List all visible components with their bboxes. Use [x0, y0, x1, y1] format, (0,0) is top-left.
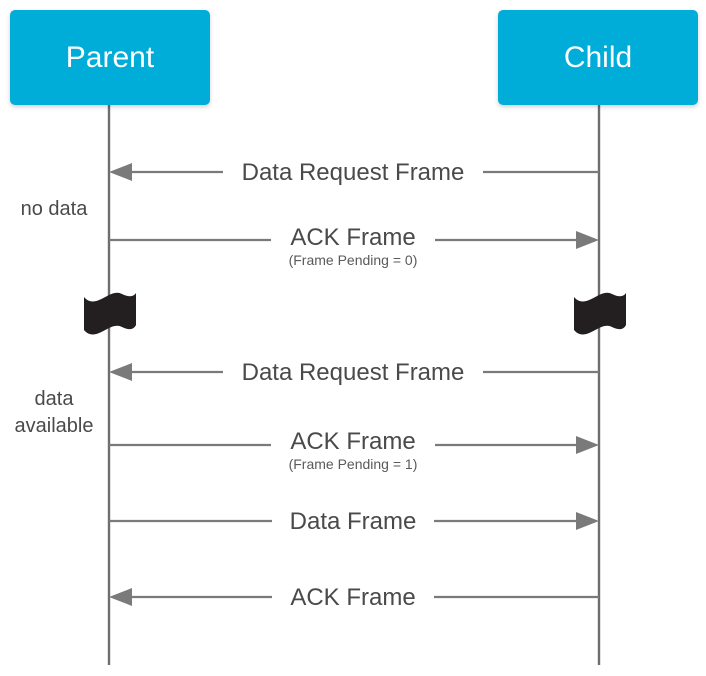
message-ack-frame-2[interactable]: ACK Frame (Frame Pending = 1) [109, 428, 599, 472]
actor-label-child: Child [564, 41, 632, 74]
message-label: ACK Frame [290, 428, 415, 455]
lifelines-group [107, 105, 601, 665]
side-note-no-data: no data [21, 198, 89, 220]
actor-parent[interactable]: Parent [10, 10, 210, 105]
arrow-left-icon [109, 363, 132, 381]
message-label: ACK Frame [290, 584, 415, 611]
message-data-request-frame-1[interactable]: Data Request Frame [109, 159, 599, 186]
actor-box-parent[interactable] [10, 10, 210, 105]
message-label: Data Request Frame [242, 359, 465, 386]
message-sublabel: (Frame Pending = 1) [289, 456, 418, 472]
message-ack-frame-1[interactable]: ACK Frame (Frame Pending = 0) [109, 224, 599, 268]
message-label: Data Request Frame [242, 159, 465, 186]
arrow-right-icon [576, 436, 599, 454]
message-data-frame[interactable]: Data Frame [109, 508, 599, 535]
message-sublabel: (Frame Pending = 0) [289, 252, 418, 268]
actor-child[interactable]: Child [498, 10, 698, 105]
side-notes-group: no data data available [15, 198, 94, 437]
messages-group: Data Request Frame ACK Frame (Frame Pend… [109, 159, 599, 611]
arrow-left-icon [109, 163, 132, 181]
arrow-right-icon [576, 512, 599, 530]
arrow-left-icon [109, 588, 132, 606]
break-markers-group [84, 292, 626, 335]
flag-break-icon-child [574, 292, 626, 335]
message-data-request-frame-2[interactable]: Data Request Frame [109, 359, 599, 386]
message-label: Data Frame [290, 508, 417, 535]
arrow-right-icon [576, 231, 599, 249]
message-ack-frame-3[interactable]: ACK Frame [109, 584, 599, 611]
side-note-data-available-line2: available [15, 415, 94, 437]
side-note-data-available-line1: data [35, 388, 75, 410]
actor-box-child[interactable] [498, 10, 698, 105]
actor-label-parent: Parent [66, 41, 155, 74]
message-label: ACK Frame [290, 224, 415, 251]
flag-break-icon-parent [84, 292, 136, 335]
